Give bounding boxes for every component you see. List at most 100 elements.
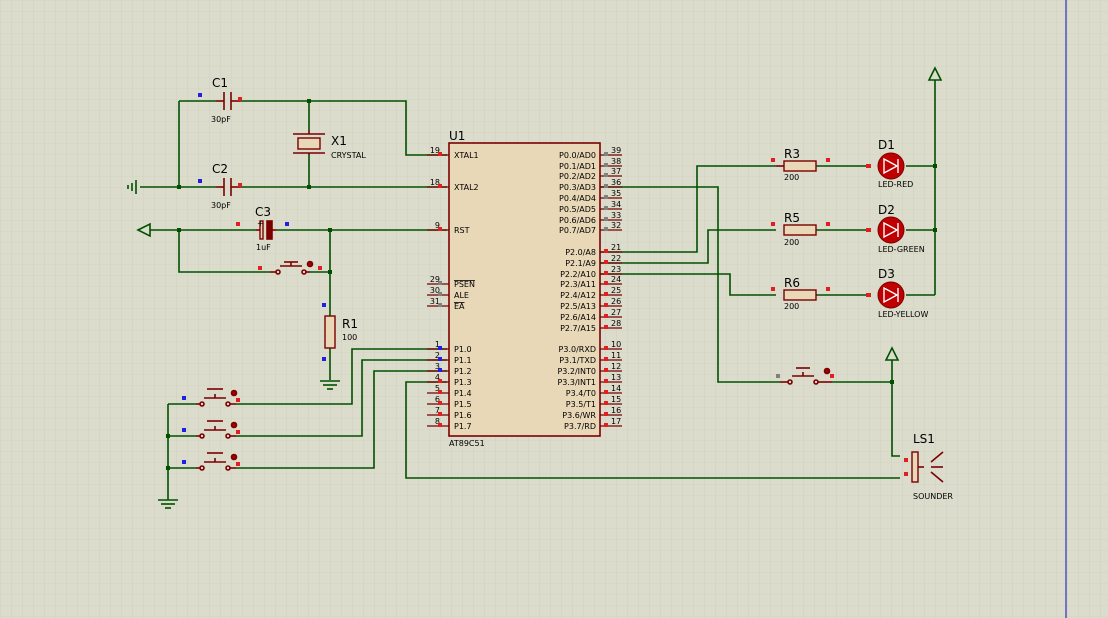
- resistor-r3[interactable]: R3 200: [771, 147, 830, 182]
- resistor-r5[interactable]: R5 200: [771, 211, 830, 247]
- button-p03[interactable]: [780, 367, 832, 385]
- capacitor-c3[interactable]: + C3 1uF: [236, 205, 289, 252]
- capacitor-c1[interactable]: C1 30pF: [198, 76, 242, 124]
- pin-name: P1.2: [454, 367, 472, 376]
- pin-name: P2.4/A12: [560, 291, 596, 300]
- chip-u1[interactable]: U1 AT89C51 19XTAL118XTAL29RST29PSEN30ALE…: [427, 129, 622, 448]
- button-p12[interactable]: [196, 452, 238, 471]
- chip-ref: U1: [449, 129, 465, 143]
- pin-number: 34: [611, 200, 621, 209]
- pin-number: 1: [435, 340, 440, 349]
- pin-name: P2.1/A9: [565, 259, 596, 268]
- pin-number: 3: [435, 362, 440, 371]
- svg-text:+: +: [257, 219, 264, 228]
- led-d3[interactable]: D3 LED-YELLOW: [866, 267, 928, 319]
- chip-part: AT89C51: [449, 439, 485, 448]
- pin-number: 19: [430, 146, 440, 155]
- pin-name: XTAL1: [454, 151, 479, 160]
- button-pin-markers: [182, 396, 240, 466]
- chip-pin-p16[interactable]: 7P1.6: [427, 406, 472, 420]
- chip-pin-p10[interactable]: 1P1.0: [427, 340, 472, 354]
- resistor-r1[interactable]: R1 100: [322, 303, 358, 361]
- pin-name: P1.1: [454, 356, 472, 365]
- pin-name: ALE: [454, 291, 469, 300]
- pin-name: P2.0/A8: [565, 248, 596, 257]
- chip-pin-p14[interactable]: 5P1.4: [427, 384, 472, 398]
- power-terminal-led-icon: [927, 66, 943, 81]
- pin-number: 16: [611, 406, 621, 415]
- pin-number: 22: [611, 254, 621, 263]
- pin-name: P0.3/AD3: [559, 183, 596, 192]
- chip-pin-p13[interactable]: 4P1.3: [427, 373, 472, 387]
- pin-number: 11: [611, 351, 621, 360]
- chip-pin-p17[interactable]: 8P1.7: [427, 417, 472, 431]
- pin-number: 37: [611, 167, 621, 176]
- button-p11[interactable]: [196, 420, 238, 439]
- pin-name: P3.6/WR: [562, 411, 596, 420]
- x1-value: CRYSTAL: [331, 151, 366, 160]
- c1-value: 30pF: [211, 115, 231, 124]
- ground-buttons-icon: [158, 499, 178, 509]
- pin-name: P0.6/AD6: [559, 216, 596, 225]
- x1-ref: X1: [331, 134, 347, 148]
- r3-value: 200: [784, 173, 799, 182]
- chip-pin-p12[interactable]: 3P1.2: [427, 362, 472, 376]
- pin-name: P2.7/A15: [560, 324, 596, 333]
- led-d2[interactable]: D2 LED-GREEN: [866, 203, 925, 254]
- pin-name: P2.2/A10: [560, 270, 596, 279]
- ls1-value: SOUNDER: [913, 492, 953, 501]
- capacitor-c2[interactable]: C2 30pF: [198, 162, 242, 210]
- c3-ref: C3: [255, 205, 271, 219]
- chip-pin-p15[interactable]: 6P1.5: [427, 395, 472, 409]
- sounder-ls1[interactable]: LS1 SOUNDER: [904, 432, 953, 501]
- junctions: [166, 99, 937, 470]
- chip-body: [448, 142, 601, 437]
- pin-number: 27: [611, 308, 621, 317]
- button-p10[interactable]: [196, 388, 238, 407]
- pin-name: P1.4: [454, 389, 472, 398]
- pin-number: 38: [611, 157, 621, 166]
- pin-number: 2: [435, 351, 440, 360]
- pin-number: 39: [611, 146, 621, 155]
- pin-number: 31: [430, 297, 440, 306]
- reset-button[interactable]: [270, 260, 314, 275]
- pin-number: 9: [435, 221, 440, 230]
- resistor-r6[interactable]: R6 200: [771, 276, 830, 311]
- crystal-x1[interactable]: X1 CRYSTAL: [293, 130, 366, 160]
- r1-ref: R1: [342, 317, 358, 331]
- pin-name: P3.2/INT0: [557, 367, 596, 376]
- led-d1[interactable]: D1 LED-RED: [866, 138, 913, 189]
- chip-pin-p11[interactable]: 2P1.1: [427, 351, 472, 365]
